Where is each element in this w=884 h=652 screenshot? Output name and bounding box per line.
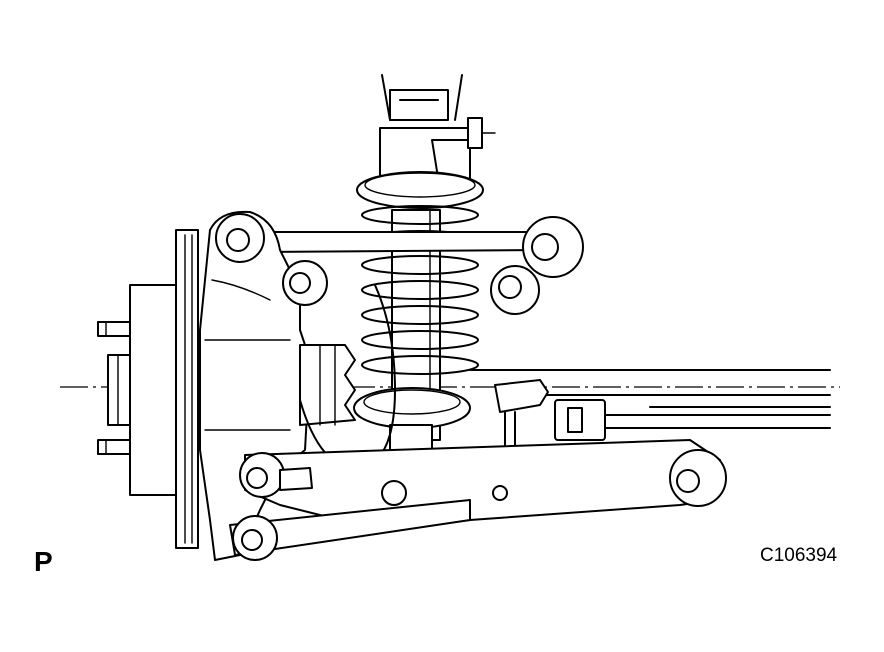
view-label: P bbox=[34, 546, 53, 577]
stabilizer-link bbox=[494, 379, 606, 461]
toe-control-arm bbox=[229, 499, 471, 561]
hub-bolts bbox=[97, 321, 131, 455]
figure-id: C106394 bbox=[760, 545, 838, 566]
wheel-hub bbox=[107, 284, 177, 496]
drive-shaft-boot bbox=[299, 344, 356, 426]
coil-spring bbox=[361, 205, 479, 375]
brake-disc bbox=[175, 229, 199, 549]
upper-arm bbox=[259, 216, 584, 315]
frame-rods bbox=[469, 369, 831, 429]
spring-upper-seat bbox=[356, 171, 484, 209]
lower-arm bbox=[239, 439, 727, 531]
steering-knuckle bbox=[199, 210, 328, 561]
